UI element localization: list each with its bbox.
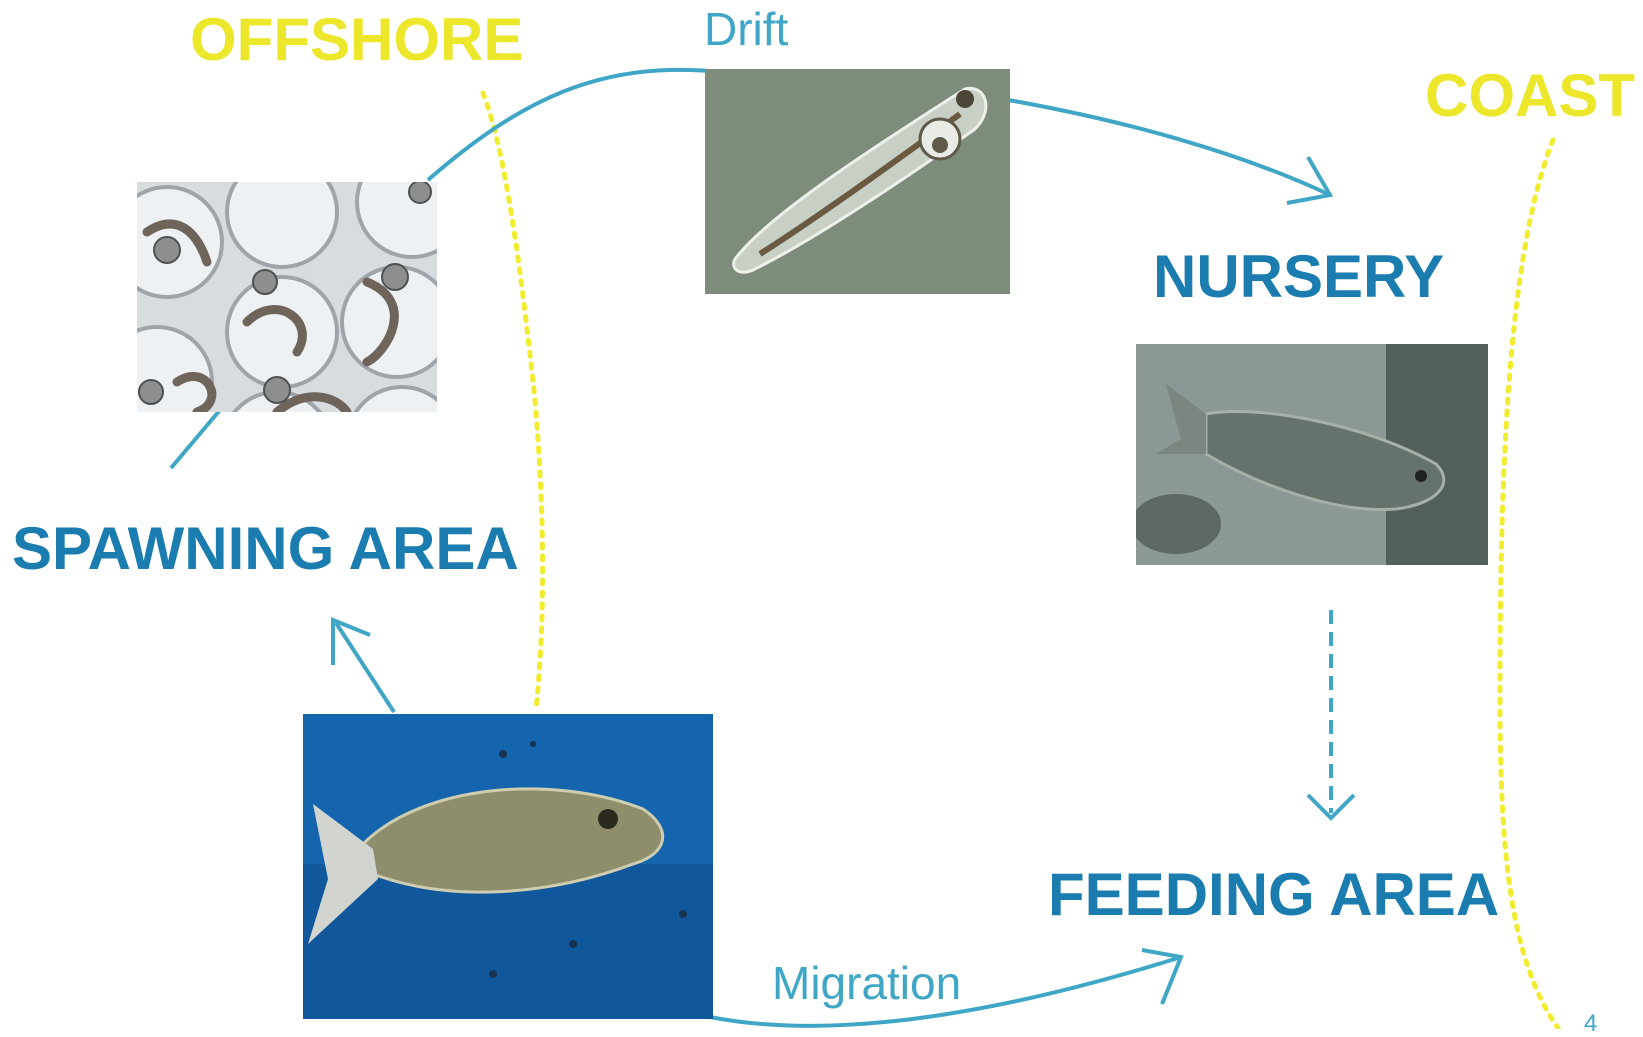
juvenile-fish-photo [1136,344,1488,565]
adult-fish-photo [303,714,713,1019]
offshore-label: OFFSHORE [190,10,523,70]
fish-eggs-photo [137,182,437,412]
nursery-label: NURSERY [1153,247,1444,307]
coast-label: COAST [1425,66,1635,126]
adult-to-spawning-arrow-line [336,623,394,712]
offshore-boundary-line [483,93,543,710]
feeding-area-label: FEEDING AREA [1048,865,1499,925]
spawning-area-label: SPAWNING AREA [12,519,519,579]
migration-label: Migration [772,960,961,1006]
larva-photo [705,69,1010,294]
spawning-to-eggs-line [171,410,220,468]
drift-label: Drift [704,6,788,52]
page-number: 4 [1584,1012,1597,1036]
coast-boundary-line [1500,140,1558,1028]
